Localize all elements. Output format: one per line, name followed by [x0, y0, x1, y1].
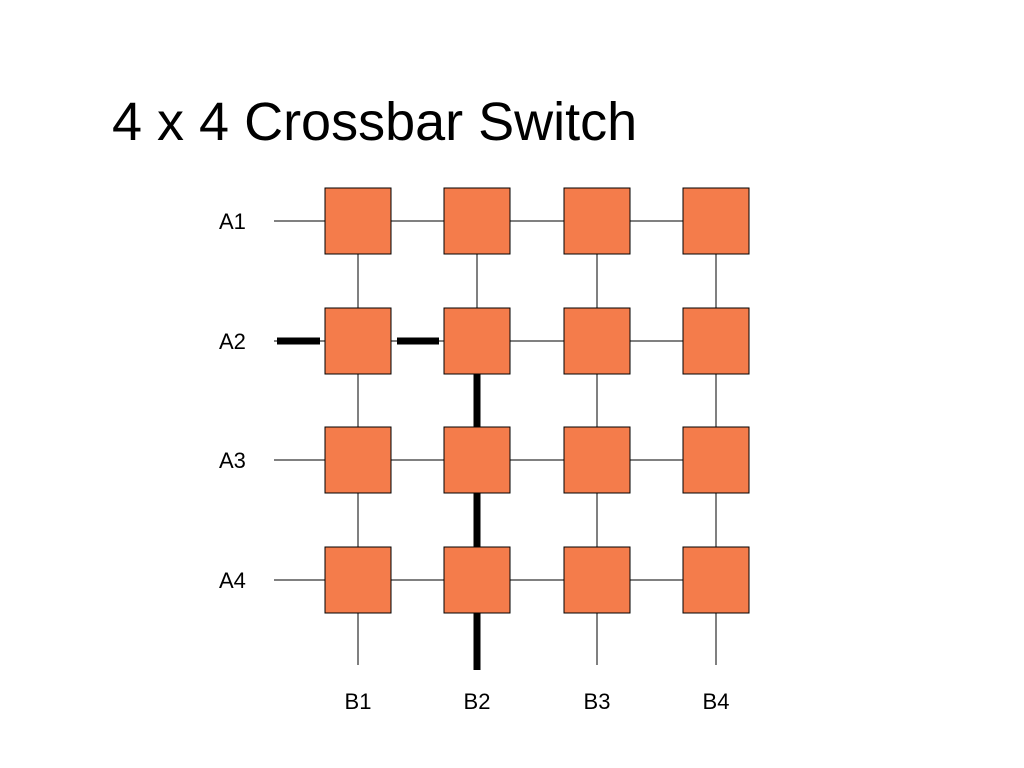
row-label-a1: A1 — [219, 209, 246, 234]
switch-a3-b2 — [443, 426, 511, 494]
row-label-a3: A3 — [219, 448, 246, 473]
switch-a2-b3 — [563, 307, 631, 375]
switch-a4-b3 — [563, 546, 631, 614]
switch-a2-b1 — [324, 307, 392, 375]
row-label-a2: A2 — [219, 329, 246, 354]
column-label-b1: B1 — [345, 689, 372, 714]
column-label-b2: B2 — [464, 689, 491, 714]
switch-a1-b3 — [563, 187, 631, 255]
switch-a3-b4 — [682, 426, 750, 494]
switch-layer — [324, 187, 750, 614]
switch-a3-b3 — [563, 426, 631, 494]
switch-a4-b2 — [443, 546, 511, 614]
active-path-layer — [277, 337, 481, 670]
switch-a4-b1 — [324, 546, 392, 614]
switch-a1-b4 — [682, 187, 750, 255]
column-label-b4: B4 — [703, 689, 730, 714]
switch-a1-b2 — [443, 187, 511, 255]
row-label-a4: A4 — [219, 568, 246, 593]
switch-a1-b1 — [324, 187, 392, 255]
switch-a3-b1 — [324, 426, 392, 494]
switch-a2-b2 — [443, 307, 511, 375]
column-label-b3: B3 — [584, 689, 611, 714]
switch-a4-b4 — [682, 546, 750, 614]
switch-a2-b4 — [682, 307, 750, 375]
slide-title: 4 x 4 Crossbar Switch — [112, 92, 638, 152]
